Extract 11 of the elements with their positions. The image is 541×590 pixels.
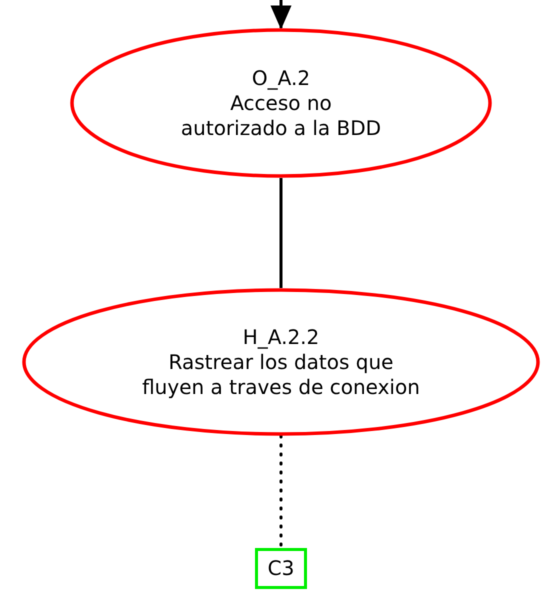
connector-line	[280, 178, 282, 288]
control-box	[255, 548, 307, 589]
node-description: Rastrear los datos que fluyen a traves de conexion	[141, 350, 421, 400]
node-id: O_A.2	[252, 66, 310, 90]
arrow	[270, 0, 292, 30]
dotted-connector	[280, 434, 282, 550]
node-id: C3	[268, 556, 294, 581]
ellipse-node	[70, 28, 492, 178]
node-id: H_A.2.2	[242, 324, 320, 350]
ellipse-node	[22, 288, 540, 436]
node-description: Acceso no autorizado a la BDD	[180, 90, 382, 140]
